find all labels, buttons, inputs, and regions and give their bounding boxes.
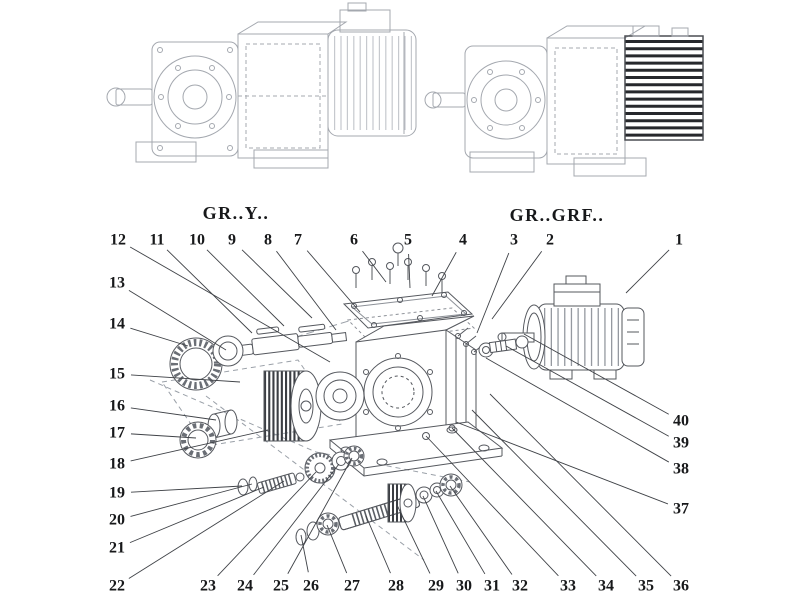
part-number-3: 3 bbox=[510, 232, 518, 249]
part-number-29: 29 bbox=[428, 578, 444, 595]
part-number-6: 6 bbox=[350, 232, 358, 249]
part-number-32: 32 bbox=[512, 578, 528, 595]
gear-set bbox=[263, 370, 365, 442]
part-number-13: 13 bbox=[109, 275, 125, 292]
leader-line-38 bbox=[485, 357, 670, 463]
leader-line-32 bbox=[449, 485, 513, 575]
leader-line-16 bbox=[130, 407, 217, 421]
leader-line-35 bbox=[471, 409, 637, 577]
part-number-19: 19 bbox=[109, 485, 125, 502]
part-number-11: 11 bbox=[149, 232, 164, 249]
part-number-30: 30 bbox=[456, 578, 472, 595]
leader-line-40 bbox=[523, 333, 669, 415]
leader-line-6 bbox=[362, 250, 387, 283]
top-cover bbox=[342, 291, 476, 343]
leader-line-36 bbox=[489, 393, 672, 577]
part-number-24: 24 bbox=[237, 578, 253, 595]
part-number-28: 28 bbox=[388, 578, 404, 595]
leader-line-21 bbox=[129, 486, 265, 544]
leader-line-3 bbox=[476, 252, 510, 334]
leader-line-10 bbox=[206, 249, 285, 327]
part-number-10: 10 bbox=[189, 232, 205, 249]
part-number-1: 1 bbox=[675, 232, 683, 249]
part-number-21: 21 bbox=[109, 540, 125, 557]
leader-line-4 bbox=[431, 252, 457, 297]
leader-line-11 bbox=[166, 249, 253, 334]
bearing-set-left bbox=[179, 409, 238, 459]
variant-label-gr-y: GR..Y.. bbox=[203, 203, 270, 223]
part-number-34: 34 bbox=[598, 578, 614, 595]
exploded-view bbox=[149, 242, 645, 561]
cover-screws bbox=[352, 242, 446, 294]
output-shaft-assembly bbox=[295, 473, 463, 546]
leader-line-33 bbox=[425, 435, 559, 577]
leader-line-27 bbox=[326, 524, 348, 574]
part-number-25: 25 bbox=[273, 578, 289, 595]
part-number-38: 38 bbox=[673, 461, 689, 478]
leader-line-37 bbox=[455, 421, 669, 505]
part-number-39: 39 bbox=[673, 435, 689, 452]
part-number-16: 16 bbox=[109, 398, 125, 415]
intermediate-shaft-parts bbox=[237, 445, 365, 496]
part-number-23: 23 bbox=[200, 578, 216, 595]
leader-line-28 bbox=[365, 515, 391, 574]
part-number-7: 7 bbox=[294, 232, 302, 249]
leader-line-12 bbox=[129, 246, 331, 363]
leader-line-5 bbox=[408, 253, 411, 289]
part-number-26: 26 bbox=[303, 578, 319, 595]
seal-rings bbox=[169, 335, 244, 391]
leader-line-20 bbox=[130, 483, 253, 517]
part-number-27: 27 bbox=[344, 578, 360, 595]
part-number-8: 8 bbox=[264, 232, 272, 249]
leader-line-8 bbox=[276, 250, 337, 331]
part-number-22: 22 bbox=[109, 578, 125, 595]
part-number-31: 31 bbox=[484, 578, 500, 595]
part-number-33: 33 bbox=[560, 578, 576, 595]
leader-line-30 bbox=[422, 495, 459, 574]
leader-line-22 bbox=[128, 480, 285, 579]
part-number-5: 5 bbox=[404, 232, 412, 249]
input-shaft-assembly bbox=[220, 323, 348, 358]
leader-line-24 bbox=[253, 463, 340, 576]
leader-line-34 bbox=[451, 427, 597, 577]
leader-line-1 bbox=[625, 249, 670, 294]
leader-line-39 bbox=[505, 345, 669, 437]
part-number-37: 37 bbox=[673, 501, 689, 518]
leader-line-26 bbox=[300, 534, 309, 573]
part-number-18: 18 bbox=[109, 456, 125, 473]
part-number-40: 40 bbox=[673, 413, 689, 430]
leader-line-15 bbox=[130, 374, 241, 383]
input-coupling-parts bbox=[455, 327, 529, 358]
part-number-14: 14 bbox=[109, 316, 125, 333]
part-number-12: 12 bbox=[110, 232, 126, 249]
assembled-view-gr-grf bbox=[424, 25, 704, 177]
leader-line-18 bbox=[130, 429, 269, 462]
leader-line-19 bbox=[130, 485, 243, 493]
variant-label-gr-grf: GR..GRF.. bbox=[510, 205, 605, 225]
leader-line-29 bbox=[396, 504, 431, 574]
assembled-view-gr-y bbox=[106, 2, 417, 169]
leader-line-2 bbox=[491, 251, 543, 320]
leader-line-13 bbox=[128, 289, 227, 351]
part-number-9: 9 bbox=[228, 232, 236, 249]
leader-line-23 bbox=[217, 471, 317, 577]
part-number-35: 35 bbox=[638, 578, 654, 595]
electric-motor bbox=[497, 275, 645, 380]
part-number-20: 20 bbox=[109, 512, 125, 529]
part-number-4: 4 bbox=[459, 232, 467, 249]
leader-line-25 bbox=[287, 457, 353, 574]
leader-line-9 bbox=[241, 249, 313, 319]
part-number-36: 36 bbox=[673, 578, 689, 595]
part-number-15: 15 bbox=[109, 366, 125, 383]
leader-line-7 bbox=[306, 250, 361, 313]
leader-line-14 bbox=[130, 327, 189, 347]
part-number-17: 17 bbox=[109, 425, 125, 442]
leader-line-17 bbox=[130, 433, 197, 439]
part-number-2: 2 bbox=[546, 232, 554, 249]
leader-line-31 bbox=[435, 490, 486, 575]
